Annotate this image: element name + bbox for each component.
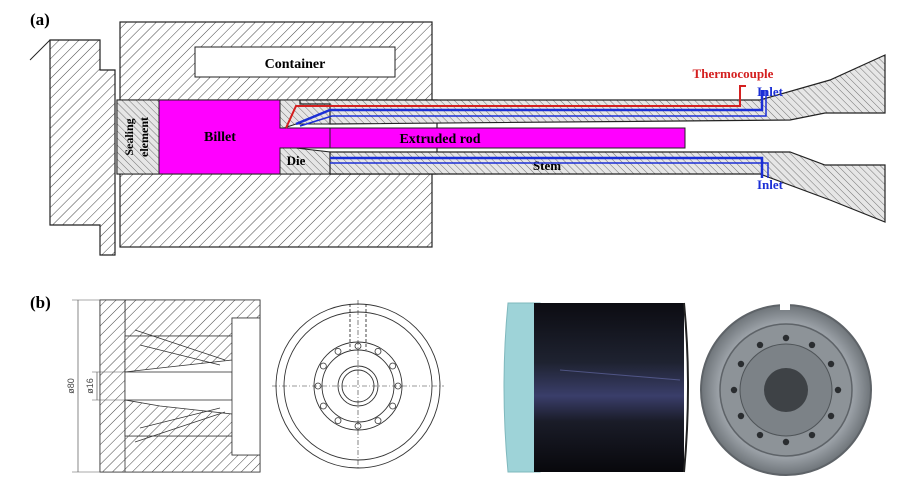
die-hole xyxy=(374,347,382,355)
die-photo-hole xyxy=(827,412,835,420)
inlet-channel-top-inner xyxy=(299,90,767,127)
thermocouple-wire xyxy=(285,85,746,129)
die-hole xyxy=(334,417,342,425)
die-hole xyxy=(319,362,327,370)
die-hole xyxy=(314,382,322,390)
extruded-rod-label: Extruded rod xyxy=(399,132,480,147)
die-label: Die xyxy=(287,153,306,168)
stem-lower xyxy=(329,151,886,223)
die-section-drawing xyxy=(72,299,261,473)
die-photo-holes xyxy=(730,334,842,446)
die-hole xyxy=(374,417,382,425)
die-photo-hole xyxy=(782,334,790,342)
dim-outer-label: ø80 xyxy=(66,378,76,394)
die-photo-hole xyxy=(737,412,745,420)
die-photo-hole xyxy=(808,341,816,349)
die-photo-hole xyxy=(782,438,790,446)
die-hole xyxy=(389,402,397,410)
sealing-label-2: element xyxy=(137,117,151,157)
inlet-label-bottom: Inlet xyxy=(757,177,784,192)
ram-edge xyxy=(29,39,51,61)
die-front-holes xyxy=(314,342,402,430)
panel-b-label: (b) xyxy=(30,293,51,312)
die-front-view xyxy=(272,300,444,470)
inlet-label-top: Inlet xyxy=(757,84,784,99)
ram-block xyxy=(49,39,116,256)
die-hole xyxy=(354,422,362,430)
die-hole xyxy=(389,362,397,370)
thermocouple-label: Thermocouple xyxy=(693,66,774,81)
extruded-rod xyxy=(329,127,686,149)
container-label-box xyxy=(194,46,396,78)
container-label: Container xyxy=(265,57,326,72)
die-photo-front xyxy=(693,295,879,481)
die-photo-hole xyxy=(827,360,835,368)
inlet-channel-bottom-inner xyxy=(330,162,769,178)
die-photo-hole xyxy=(737,360,745,368)
die-photo-hole xyxy=(808,431,816,439)
sealing-label-1: Sealing xyxy=(122,118,136,155)
die-photo-hole xyxy=(756,431,764,439)
die-hole xyxy=(354,342,362,350)
die-photo-hole xyxy=(756,341,764,349)
panel-a-label: (a) xyxy=(30,10,50,29)
die-hole xyxy=(334,347,342,355)
die-hole xyxy=(319,402,327,410)
die-hole xyxy=(394,382,402,390)
stem-label: Stem xyxy=(533,158,561,173)
die-photo-side xyxy=(503,302,689,473)
inlet-channel-bottom xyxy=(330,156,764,178)
inlet-channel-top xyxy=(295,90,764,126)
billet-label: Billet xyxy=(204,130,236,145)
die-photo-hole xyxy=(834,386,842,394)
die-photo-hole xyxy=(730,386,738,394)
dim-inner-label: ø16 xyxy=(85,378,95,394)
